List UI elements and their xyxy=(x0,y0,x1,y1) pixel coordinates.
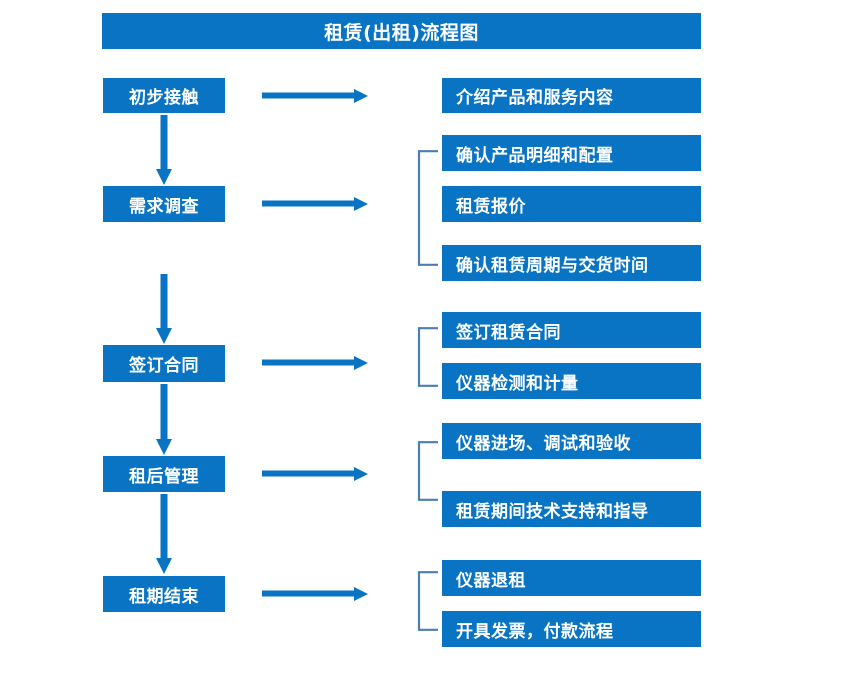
detail-box-yi-qi-tui-zu[interactable]: 仪器退租 xyxy=(442,560,701,596)
detail-box-que-ren-zu-lin-zhou-qi[interactable]: 确认租赁周期与交货时间 xyxy=(442,245,701,281)
curly-bracket-icon-group-4 xyxy=(416,441,440,501)
curly-bracket-icon-group-2 xyxy=(416,150,440,266)
detail-box-qian-ding-zu-lin-he-tong[interactable]: 签订租赁合同 xyxy=(442,312,701,348)
curly-bracket-icon-group-5 xyxy=(416,571,440,631)
detail-box-yi-qi-jin-chang-tiao-shi[interactable]: 仪器进场、调试和验收 xyxy=(442,423,701,459)
stage-box-xu-qiu-diao-cha[interactable]: 需求调查 xyxy=(103,186,225,222)
detail-box-zu-lin-bao-jia[interactable]: 租赁报价 xyxy=(442,186,701,222)
stage-box-zu-qi-jie-shu[interactable]: 租期结束 xyxy=(103,576,225,612)
arrow-right-icon-5 xyxy=(262,584,368,604)
arrow-right-icon-4 xyxy=(262,464,368,484)
curly-bracket-icon-group-3 xyxy=(416,327,440,387)
detail-box-yi-qi-jian-ce-he-ji-liang[interactable]: 仪器检测和计量 xyxy=(442,363,701,399)
diagram-title: 租赁(出租)流程图 xyxy=(102,13,701,49)
stage-box-qian-ding-he-tong[interactable]: 签订合同 xyxy=(103,345,225,382)
arrow-down-icon-4 xyxy=(148,494,180,576)
arrow-down-icon-1 xyxy=(148,115,180,187)
arrow-down-icon-2 xyxy=(148,274,180,346)
detail-box-zu-lin-qi-jian-ji-shu-zhi-chi[interactable]: 租赁期间技术支持和指导 xyxy=(442,491,701,527)
detail-box-que-ren-chan-pin-ming-xi[interactable]: 确认产品明细和配置 xyxy=(442,135,701,171)
stage-box-zu-hou-guan-li[interactable]: 租后管理 xyxy=(103,456,225,492)
arrow-right-icon-2 xyxy=(262,194,368,214)
arrow-down-icon-3 xyxy=(148,384,180,457)
detail-box-jie-shao-chan-pin[interactable]: 介绍产品和服务内容 xyxy=(442,78,701,113)
stage-box-chu-bu-jie-chu[interactable]: 初步接触 xyxy=(103,78,225,113)
detail-box-kai-ju-fa-piao[interactable]: 开具发票，付款流程 xyxy=(442,611,701,647)
arrow-right-icon-3 xyxy=(262,353,368,373)
arrow-right-icon-1 xyxy=(262,86,368,106)
